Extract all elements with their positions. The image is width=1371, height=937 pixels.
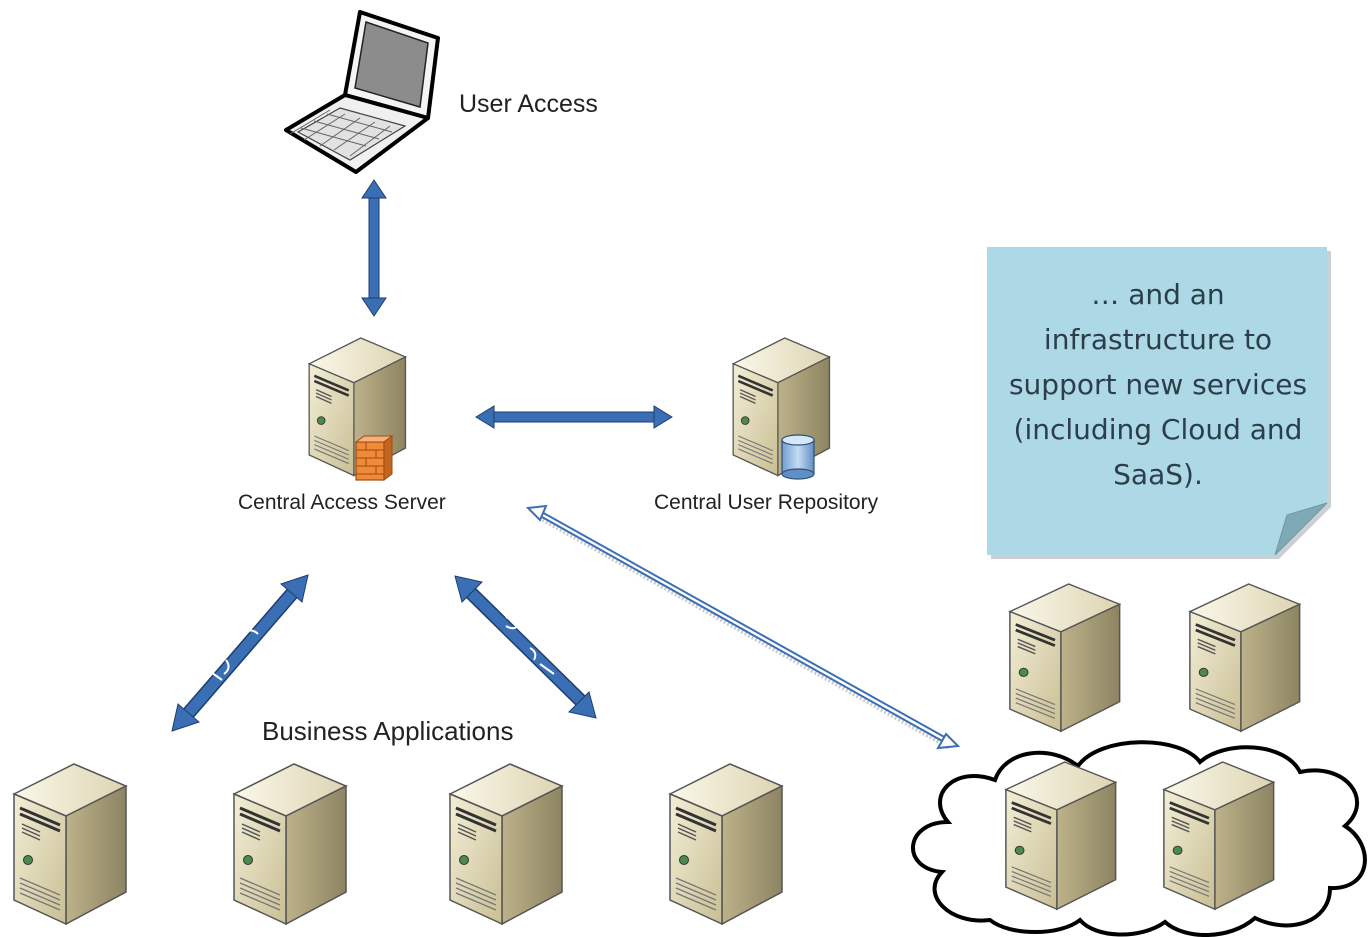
arrow-user-to-server	[361, 179, 387, 317]
new-service-server-2-icon	[1188, 582, 1302, 733]
laptop-icon	[284, 10, 440, 174]
arrow-server-to-repository	[475, 405, 673, 429]
sticky-note	[987, 247, 1331, 559]
central-access-server-label: Central Access Server	[238, 491, 446, 514]
user-access-label: User Access	[459, 90, 598, 118]
cloud-server-1-icon	[1004, 760, 1118, 911]
database-icon	[781, 434, 815, 480]
business-server-2-icon	[232, 762, 348, 926]
business-server-4-icon	[668, 762, 784, 926]
arrow-server-to-cloud	[525, 504, 961, 750]
central-access-server-icon	[307, 336, 407, 481]
business-applications-label: Business Applications	[262, 716, 514, 746]
central-user-repository-label: Central User Repository	[654, 491, 879, 514]
business-server-1-icon	[12, 762, 128, 926]
cloud-server-2-icon	[1162, 760, 1276, 911]
new-service-server-1-icon	[1008, 582, 1122, 733]
firewall-icon	[354, 435, 394, 481]
cloud-icon	[911, 740, 1367, 937]
business-server-3-icon	[448, 762, 564, 926]
note-text: … and an infrastructure to support new s…	[1008, 278, 1308, 491]
arrow-server-to-business-left	[171, 574, 309, 732]
arrow-server-to-business-right	[454, 575, 597, 719]
central-user-repository-icon	[731, 336, 831, 480]
